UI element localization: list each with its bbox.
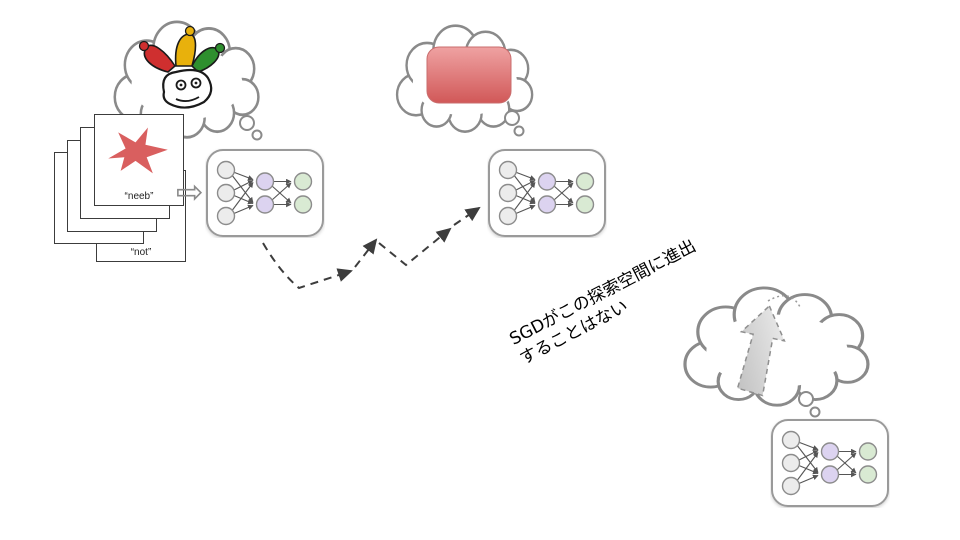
card-neeb: “neeb” bbox=[94, 114, 184, 206]
neural-network-1 bbox=[207, 150, 323, 236]
training-examples-stack: “not” “neeb” bbox=[52, 114, 192, 266]
thought-bubble-trail-2 bbox=[504, 110, 525, 137]
card-caption: “not” bbox=[130, 247, 152, 258]
red-region-shape bbox=[426, 46, 512, 104]
thought-bubble-trail-3 bbox=[798, 391, 821, 418]
sgd-trajectory-arrows bbox=[262, 206, 481, 290]
neural-network-2 bbox=[489, 150, 605, 236]
thought-cloud-3 bbox=[683, 286, 870, 407]
neural-network-3 bbox=[772, 420, 888, 506]
gray-arrow-doodle bbox=[736, 304, 786, 397]
thought-bubble-trail-1 bbox=[239, 115, 263, 141]
jester-hat-doodle bbox=[138, 25, 226, 109]
card-caption: “neeb” bbox=[124, 191, 154, 202]
transform-arrow-icon: ⇨ bbox=[176, 173, 204, 210]
paper-bird-icon bbox=[107, 126, 169, 176]
